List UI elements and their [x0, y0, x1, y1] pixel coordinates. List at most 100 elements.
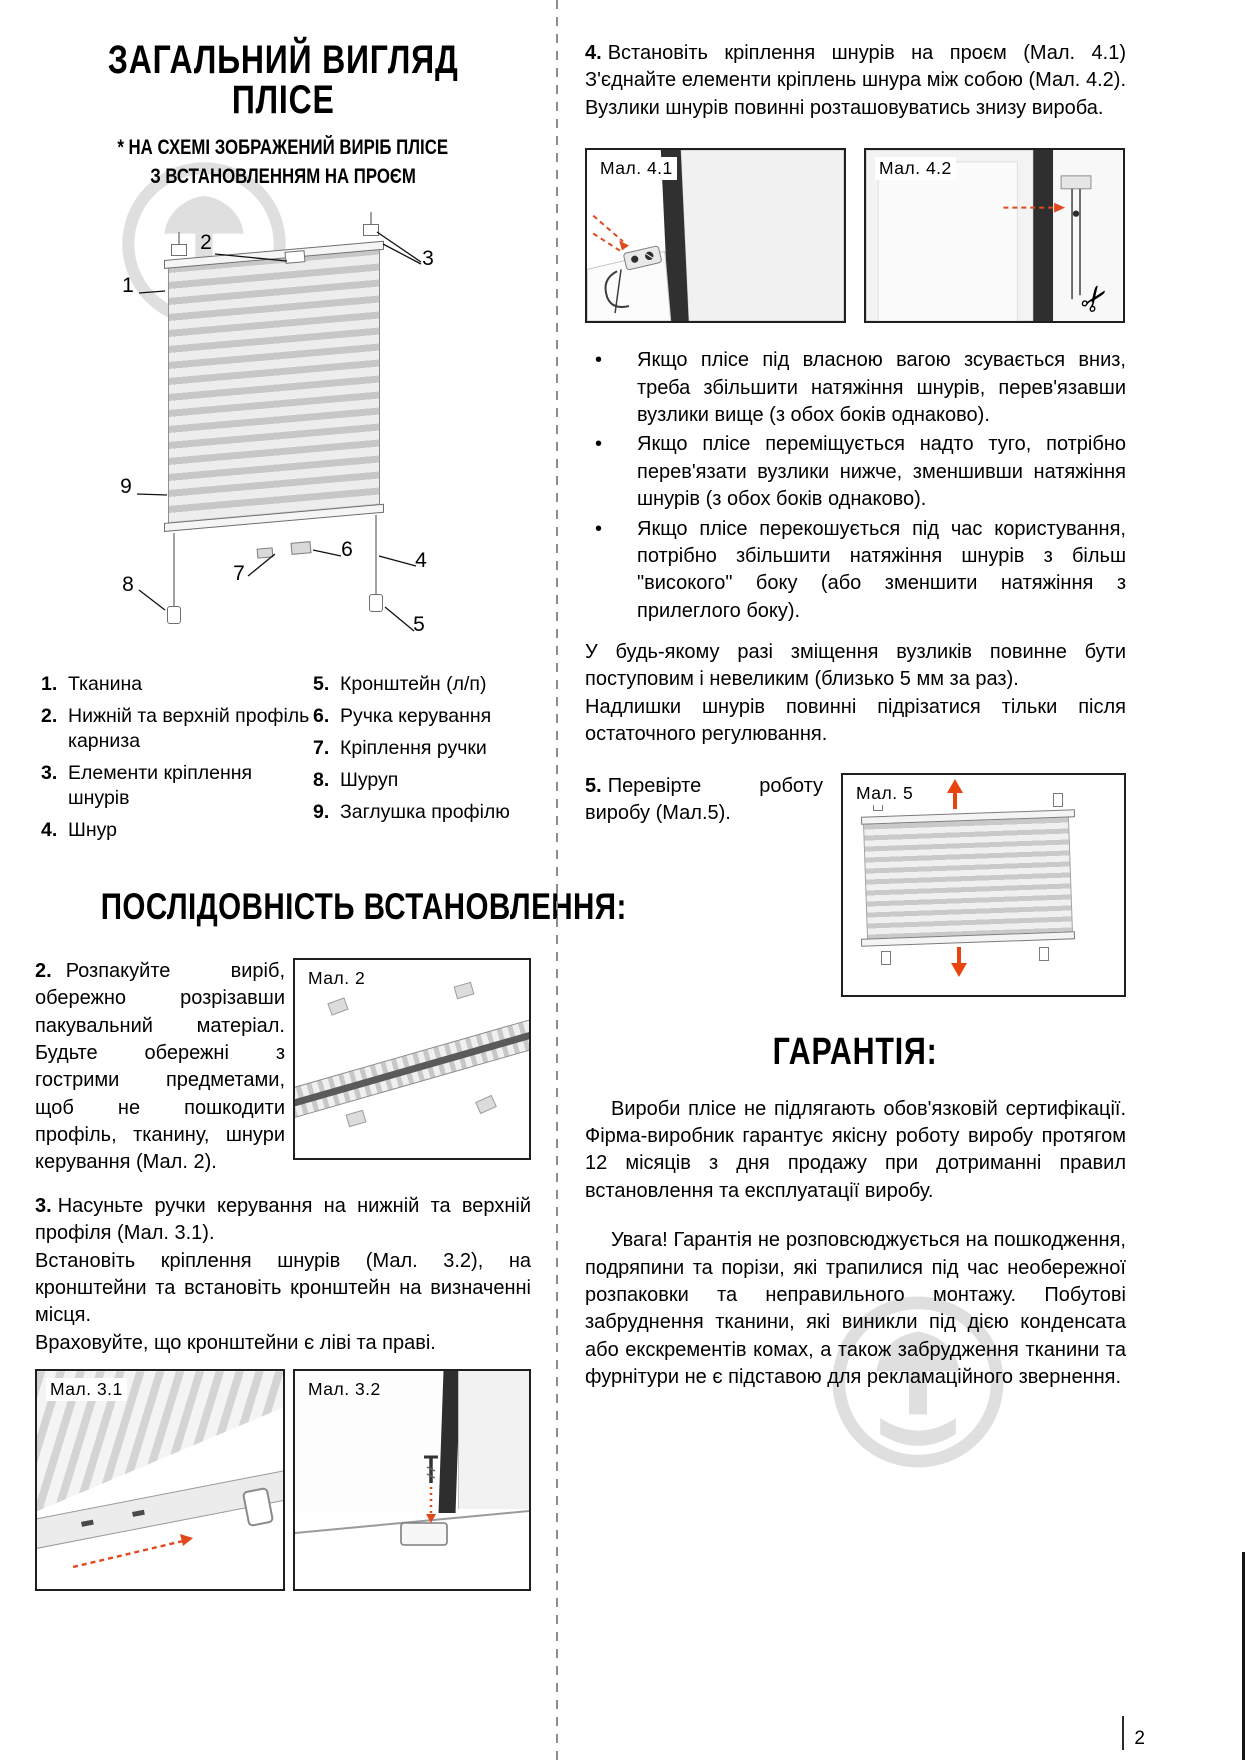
step-5-number: 5. [585, 774, 602, 797]
figure-2: Мал. 2 [293, 957, 531, 1160]
page-footer: 2 [1122, 1716, 1145, 1750]
step-3-block: 3.Насуньте ручки керування на нижній та … [35, 1193, 531, 1357]
callout-8: 8 [122, 573, 134, 596]
legend-text: Заглушка профілю [340, 800, 510, 823]
figure-5-label: Мал. 5 [852, 781, 918, 805]
warranty-heading: ГАРАНТІЯ: [773, 1030, 938, 1073]
callout-2: 2 [200, 231, 212, 254]
title-line2: ПЛІСЕ [231, 78, 335, 122]
step-5-block: 5.Перевірте роботу виробу (Мал.5). Мал. … [585, 772, 1126, 997]
legend-item: 1. Тканина [41, 672, 313, 697]
list-item: • Якщо плісе переміщується надто туго, по… [585, 431, 1126, 513]
right-column: 4.Встановіть кріплення шнурів на проєм (… [585, 40, 1126, 1392]
legend-num: 9. [313, 800, 330, 823]
step-3-line1: 3.Насуньте ручки керування на нижній та … [35, 1193, 531, 1248]
legend-text: Елементи кріплення шнурів [68, 761, 253, 809]
callout-7: 7 [233, 562, 245, 585]
figure-2-label: Мал. 2 [304, 966, 370, 990]
note-2: Надлишки шнурів повинні підрізатися тіль… [585, 695, 1126, 746]
legend-text: Тканина [68, 673, 143, 695]
brand-watermark-logo [832, 1296, 1004, 1468]
bottom-cap [881, 950, 891, 965]
figure-3-2: Мал. 3.2 [293, 1369, 531, 1592]
legend-item: 3.Елементи кріплення шнурів [41, 761, 313, 811]
hardware-part [327, 997, 349, 1016]
footer-divider [1122, 1716, 1125, 1750]
figure-3-1-label: Мал. 3.1 [46, 1378, 127, 1402]
legend-item: 9. Заглушка профілю [313, 800, 525, 825]
bullet-text: Якщо плісе під власною вагою зсувається … [637, 349, 1126, 426]
legend-text: Нижній та верхній профіль карниза [68, 704, 310, 752]
step-2-number: 2. [35, 959, 52, 982]
title-note-line2: З ВСТАНОВЛЕННЯМ НА ПРОЄМ [150, 165, 416, 188]
figure-3-1-arrows [72, 1534, 193, 1569]
step-3-line3: Враховуйте, що кронштейни є ліві та прав… [35, 1331, 436, 1354]
figure-5-arrows [947, 778, 967, 977]
step-3-number: 3. [35, 1194, 52, 1217]
figures-4-row: Мал. 4.1 [585, 148, 1126, 324]
legend-num: 2. [41, 704, 58, 727]
legend-num: 1. [41, 673, 58, 695]
bullet-marker: • [595, 349, 603, 372]
step-4-text: 4.Встановіть кріплення шнурів на проєм (… [585, 40, 1126, 122]
title-line1: ЗАГАЛЬНИЙ ВИГЛЯД [107, 38, 459, 82]
legend-num: 4. [41, 818, 58, 841]
blind-profile-core [295, 1026, 529, 1108]
sequence-heading: ПОСЛІДОВНІСТЬ ВСТАНОВЛЕННЯ: [100, 885, 627, 927]
page-title: ЗАГАЛЬНИЙ ВИГЛЯД ПЛІСЕ [35, 40, 531, 120]
left-column: ЗАГАЛЬНИЙ ВИГЛЯД ПЛІСЕ * НА СХЕМІ ЗОБРАЖ… [35, 40, 627, 1592]
callout-5: 5 [413, 613, 425, 636]
figure-3-2-drawing [295, 1455, 529, 1546]
step-3-line2: Встановіть кріплення шнурів (Мал. 3.2), … [35, 1249, 531, 1327]
cord-end-cap-left [167, 606, 181, 624]
legend-item: 4. Шнур [41, 818, 313, 843]
step-5-text: 5.Перевірте роботу виробу (Мал.5). [585, 773, 823, 997]
figure-3-2-label: Мал. 3.2 [304, 1378, 385, 1402]
mount-bracket-left [171, 244, 187, 256]
legend-item: 5. Кронштейн (л/п) [313, 672, 525, 697]
legend-num: 7. [313, 736, 330, 759]
title-note-line1: * НА СХЕМІ ЗОБРАЖЕНИЙ ВИРІБ ПЛІСЕ [117, 136, 449, 159]
bullet-text: Якщо плісе переміщується надто туго, пот… [637, 433, 1126, 511]
mount-bracket-right [363, 224, 379, 236]
legend-text: Кріплення ручки [340, 736, 487, 759]
hardware-part [475, 1094, 497, 1114]
legend-text: Ручка керування [340, 704, 492, 727]
list-item: • Якщо плісе перекошується під час корист… [585, 516, 1126, 626]
warranty-paragraph-1: Вироби плісе не підлягають обов'язковій … [585, 1097, 1126, 1202]
cord-end-cap-right [369, 594, 383, 612]
legend-num: 6. [313, 704, 330, 727]
callout-9: 9 [120, 475, 132, 498]
step-4-body: Встановіть кріплення шнурів на проєм (Ма… [585, 42, 1126, 119]
blinds-overview-diagram: 1 2 3 4 5 6 7 8 9 [35, 194, 531, 666]
column-dashed-separator [556, 0, 558, 1760]
legend-num: 8. [313, 768, 330, 791]
bullet-text: Якщо плісе перекошується під час користу… [637, 517, 1126, 622]
page-number: 2 [1134, 1728, 1145, 1749]
legend-num: 5. [313, 673, 330, 695]
hanger [1053, 792, 1063, 807]
note-1: У будь-якому разі зміщення вузликів пови… [585, 641, 1126, 691]
step-2-body: Розпакуйте виріб, обережно розрізавши па… [35, 959, 285, 1174]
callout-6: 6 [341, 538, 353, 561]
legend-column-2: 5. Кронштейн (л/п) 6. Ручка керування 7. Кр… [313, 672, 525, 850]
legend-item: 6. Ручка керування [313, 704, 525, 729]
title-note: * НА СХЕМІ ЗОБРАЖЕНИЙ ВИРІБ ПЛІСЕ З ВСТА… [35, 134, 531, 192]
adjustment-tips-list: • Якщо плісе під власною вагою зсувається… [585, 347, 1126, 625]
step-2-block: 2.Розпакуйте виріб, обережно розрізавши … [35, 957, 531, 1177]
figures-3-row: Мал. 3.1 Мал. 3.2 [35, 1369, 531, 1592]
warranty-paragraph-2: Увага! Гарантія не розповсюджується на п… [585, 1229, 1126, 1389]
list-item: • Якщо плісе під власною вагою зсувається… [585, 347, 1126, 429]
legend-text: Кронштейн (л/п) [340, 673, 487, 695]
legend-column-1: 1. Тканина 2. Нижній та верхній профіль ка… [35, 672, 313, 850]
adjustment-notes: У будь-якому разі зміщення вузликів пови… [585, 639, 1126, 749]
bottom-cap [1039, 946, 1049, 961]
parts-legend: 1. Тканина 2. Нижній та верхній профіль ка… [35, 672, 531, 850]
figure-5: Мал. 5 [841, 772, 1126, 997]
bullet-marker: • [595, 517, 603, 540]
legend-text: Шнур [68, 818, 118, 841]
legend-item: 8.Шуруп [313, 768, 525, 793]
bullet-marker: • [595, 433, 603, 456]
window-frame [458, 1371, 529, 1510]
